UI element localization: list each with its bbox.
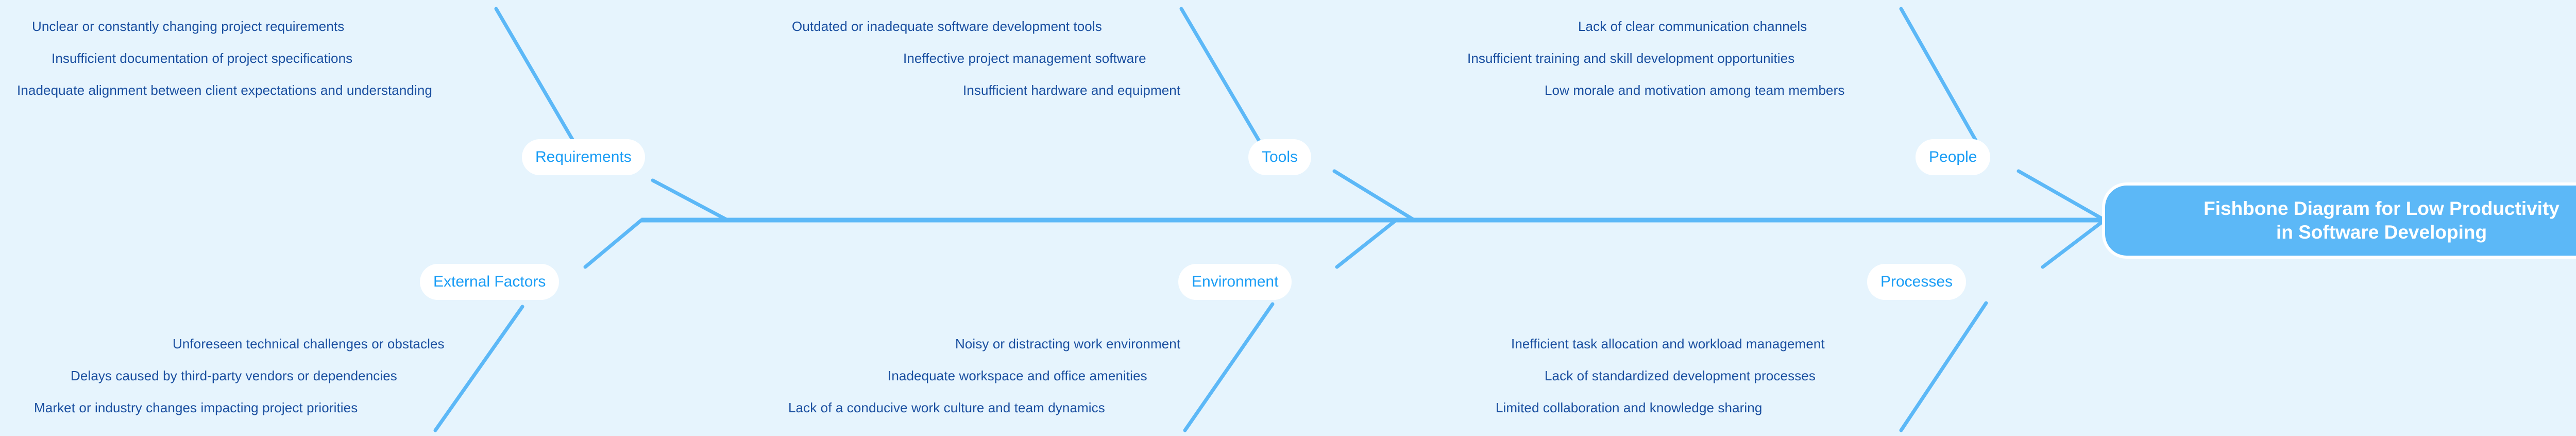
diagram-title-line-2: in Software Developing bbox=[2276, 222, 2487, 243]
category-pill-requirements[interactable]: Requirements bbox=[522, 139, 645, 175]
cause-text: Inefficient task allocation and workload… bbox=[1511, 336, 1825, 351]
cause-text: Lack of a conducive work culture and tea… bbox=[788, 400, 1105, 415]
branch-line-requirements-lower bbox=[651, 178, 730, 222]
cause-text: Inadequate alignment between client expe… bbox=[17, 82, 432, 98]
branch-line-processes-lower bbox=[1899, 301, 1988, 432]
cause-text: Limited collaboration and knowledge shar… bbox=[1496, 400, 1762, 415]
cause-text: Insufficient documentation of project sp… bbox=[52, 51, 353, 66]
cause-text: Ineffective project management software bbox=[903, 51, 1146, 66]
cause-text: Low morale and motivation among team mem… bbox=[1545, 82, 1845, 98]
category-pill-external-factors[interactable]: External Factors bbox=[420, 264, 560, 300]
branch-line-environment-upper bbox=[1335, 218, 1398, 269]
branch-line-tools-lower bbox=[1332, 169, 1416, 222]
category-pill-environment[interactable]: Environment bbox=[1178, 264, 1292, 300]
branch-line-people-lower bbox=[2016, 169, 2107, 222]
branch-line-external-factors-upper bbox=[583, 218, 643, 269]
category-pill-people[interactable]: People bbox=[1916, 139, 1991, 175]
cause-text: Insufficient training and skill developm… bbox=[1467, 51, 1795, 66]
cause-text: Unclear or constantly changing project r… bbox=[32, 19, 345, 34]
category-pill-processes[interactable]: Processes bbox=[1867, 264, 1967, 300]
branch-line-requirements-upper bbox=[494, 7, 584, 158]
category-pill-tools[interactable]: Tools bbox=[1248, 139, 1312, 175]
branch-line-tools-upper bbox=[1179, 7, 1267, 153]
cause-text: Inadequate workspace and office amenitie… bbox=[888, 368, 1147, 383]
cause-text: Market or industry changes impacting pro… bbox=[34, 400, 358, 415]
branch-line-external-factors-lower bbox=[433, 305, 524, 432]
diagram-title-box: Fishbone Diagram for Low Productivity in… bbox=[2102, 182, 2576, 259]
branch-line-environment-lower bbox=[1183, 302, 1275, 432]
branch-line-processes-upper bbox=[2041, 218, 2107, 269]
cause-text: Lack of standardized development process… bbox=[1545, 368, 1816, 383]
cause-text: Delays caused by third-party vendors or … bbox=[71, 368, 397, 383]
cause-text: Outdated or inadequate software developm… bbox=[792, 19, 1102, 34]
branch-line-people-upper bbox=[1899, 7, 1983, 152]
cause-text: Noisy or distracting work environment bbox=[955, 336, 1181, 351]
cause-text: Insufficient hardware and equipment bbox=[963, 82, 1181, 98]
cause-text: Lack of clear communication channels bbox=[1578, 19, 1807, 34]
diagram-title-line-1: Fishbone Diagram for Low Productivity bbox=[2204, 197, 2560, 219]
cause-text: Unforeseen technical challenges or obsta… bbox=[173, 336, 445, 351]
